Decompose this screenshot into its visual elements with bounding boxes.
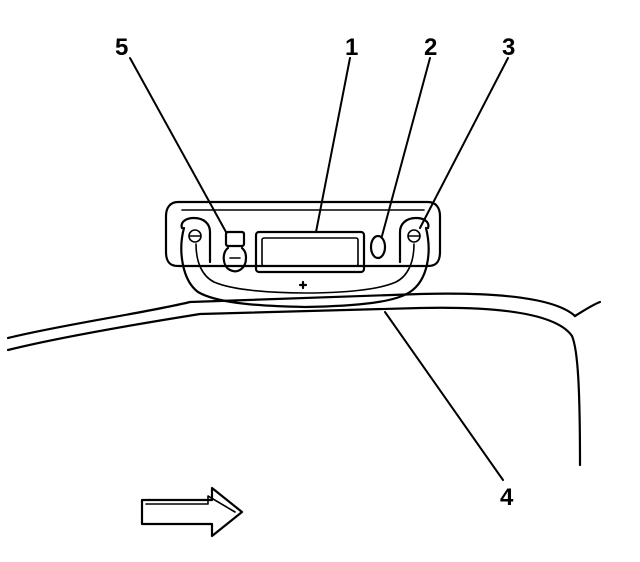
right-mount-screw	[398, 216, 430, 264]
leader-2	[381, 57, 431, 237]
leader-5	[129, 57, 227, 233]
console-button	[369, 234, 387, 260]
display-lens	[254, 230, 366, 274]
leader-4	[384, 311, 504, 481]
arrow-right-icon	[140, 486, 244, 538]
headliner-roof-outline	[6, 292, 602, 467]
leader-1	[315, 57, 351, 233]
leader-3	[419, 57, 509, 229]
console-housing	[164, 200, 442, 309]
reading-lamp-switch	[222, 230, 248, 273]
callout-2: 2	[424, 34, 437, 61]
left-mount-screw	[180, 216, 212, 264]
callout-5: 5	[115, 34, 128, 61]
callout-4: 4	[500, 484, 514, 511]
leader-lines	[129, 57, 509, 481]
callout-3: 3	[502, 34, 515, 61]
callout-1: 1	[345, 34, 358, 61]
